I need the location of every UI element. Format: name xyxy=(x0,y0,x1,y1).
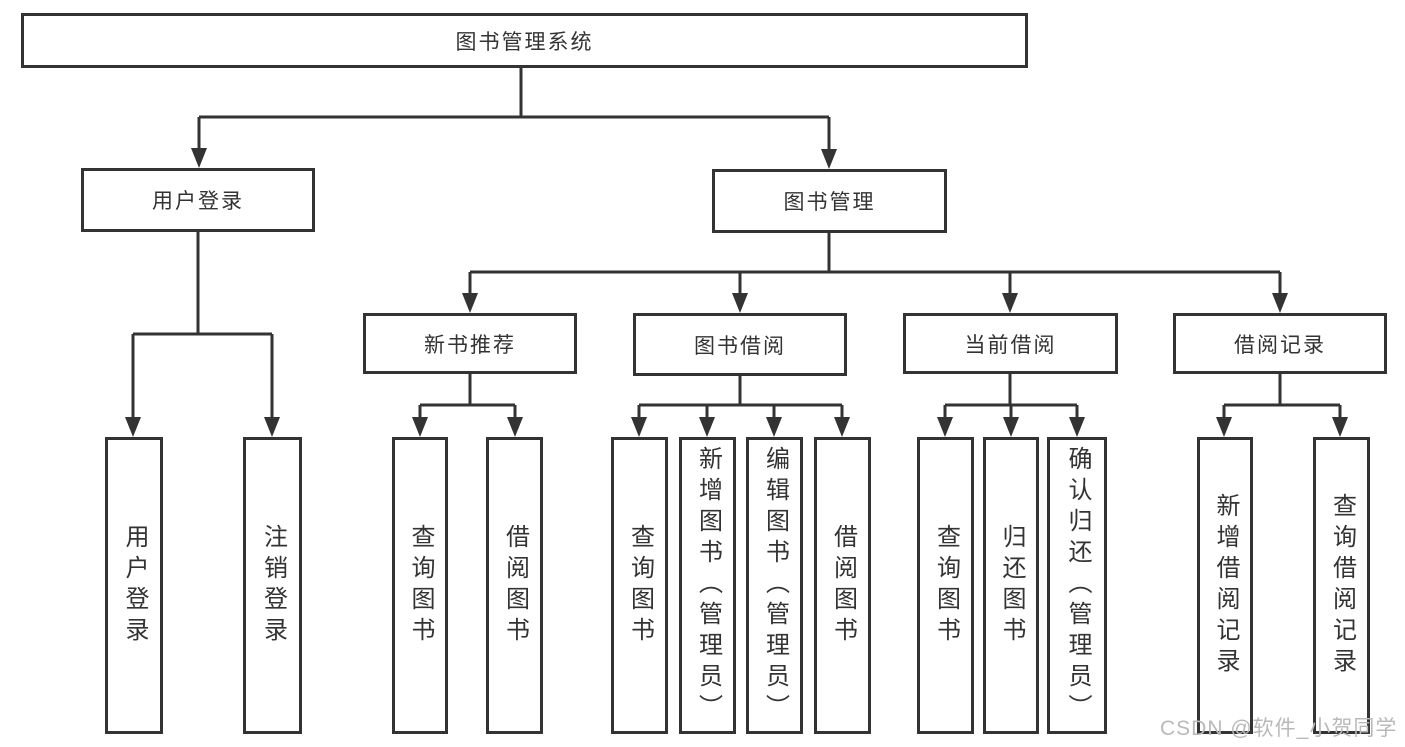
leaf-label: 查询图书 xyxy=(407,523,434,648)
leaf-label: 新增借阅记录 xyxy=(1212,492,1239,679)
leaf-user-login: 用户登录 xyxy=(105,437,163,734)
arrowhead-icon xyxy=(507,417,523,437)
arrowhead-icon xyxy=(1002,293,1018,313)
arrowhead-icon xyxy=(699,417,715,437)
leaf-label: 查询借阅记录 xyxy=(1328,492,1356,679)
leaf-query-borrow-record: 查询借阅记录 xyxy=(1313,437,1370,734)
arrowhead-icon xyxy=(937,417,953,437)
leaf-confirm-return-admin: 确认归还（管理员） xyxy=(1047,437,1107,734)
leaf-borrow-books-recommend: 借阅图书 xyxy=(486,437,543,734)
arrowhead-icon xyxy=(732,293,748,313)
node-label: 图书借阅 xyxy=(694,334,786,358)
leaf-label: 借阅图书 xyxy=(501,523,529,648)
node-book-borrow: 图书借阅 xyxy=(633,313,847,376)
leaf-borrow-books: 借阅图书 xyxy=(814,437,871,734)
leaf-query-books-current: 查询图书 xyxy=(917,437,974,734)
arrowhead-icon xyxy=(412,417,428,437)
arrowhead-icon xyxy=(766,417,782,437)
leaf-label: 用户登录 xyxy=(121,523,148,648)
leaf-query-books-recommend: 查询图书 xyxy=(392,437,448,734)
leaf-add-borrow-record: 新增借阅记录 xyxy=(1197,437,1253,734)
leaf-label: 查询图书 xyxy=(932,523,960,648)
arrowhead-icon xyxy=(1332,417,1348,437)
arrowhead-icon xyxy=(125,417,141,437)
node-user-login: 用户登录 xyxy=(81,168,315,232)
arrowhead-icon xyxy=(264,417,280,437)
node-label: 图书管理系统 xyxy=(455,30,594,54)
leaf-label: 编辑图书（管理员） xyxy=(761,446,789,725)
node-label: 用户登录 xyxy=(152,190,244,213)
node-borrow-records: 借阅记录 xyxy=(1173,313,1387,374)
arrowhead-icon xyxy=(1216,417,1232,437)
arrowhead-icon xyxy=(191,148,207,168)
node-label: 借阅记录 xyxy=(1234,333,1326,357)
leaf-label: 借阅图书 xyxy=(829,523,857,648)
node-book-management: 图书管理 xyxy=(712,169,947,233)
node-new-book-recommend: 新书推荐 xyxy=(363,313,577,374)
node-label: 新书推荐 xyxy=(424,333,516,357)
arrowhead-icon xyxy=(1272,293,1288,313)
node-system-root: 图书管理系统 xyxy=(21,13,1028,68)
csdn-watermark: CSDN @软件_小贺同学 xyxy=(1160,717,1398,740)
arrowhead-icon xyxy=(462,293,478,313)
leaf-label: 新增图书（管理员） xyxy=(694,446,722,725)
leaf-label: 注销登录 xyxy=(259,523,287,648)
arrowhead-icon xyxy=(631,417,647,437)
leaf-logout: 注销登录 xyxy=(243,437,302,734)
leaf-edit-books-admin: 编辑图书（管理员） xyxy=(746,437,803,734)
arrowhead-icon xyxy=(821,149,837,169)
leaf-label: 确认归还（管理员） xyxy=(1064,446,1091,725)
node-label: 当前借阅 xyxy=(964,333,1057,357)
arrowhead-icon xyxy=(1069,417,1085,437)
leaf-label: 查询图书 xyxy=(626,523,654,648)
arrowhead-icon xyxy=(834,417,850,437)
leaf-label: 归还图书 xyxy=(998,523,1025,648)
node-current-borrow: 当前借阅 xyxy=(903,313,1118,374)
arrowhead-icon xyxy=(1003,417,1019,437)
leaf-query-books-borrow: 查询图书 xyxy=(611,437,668,734)
node-label: 图书管理 xyxy=(783,191,876,214)
leaf-return-books: 归还图书 xyxy=(983,437,1039,734)
leaf-add-books-admin: 新增图书（管理员） xyxy=(679,437,736,734)
